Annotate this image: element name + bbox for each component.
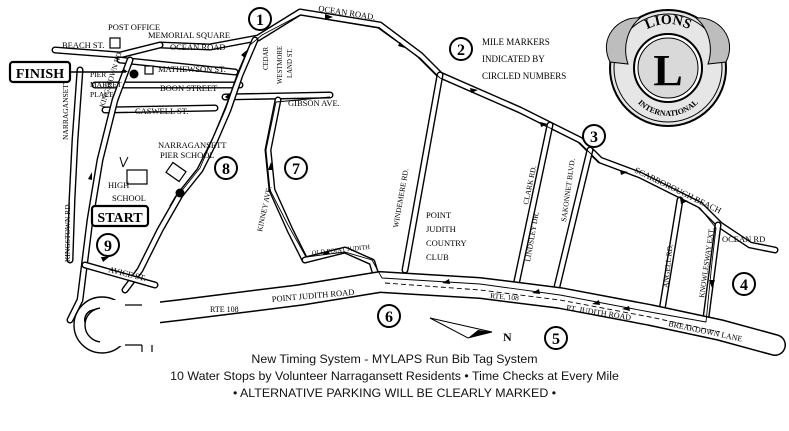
mile-marker-3: 3 [582,124,606,148]
post-office-label: POST OFFICE [108,22,160,32]
narragansett-pier-school-label-1: NARRAGANSETT [158,140,227,150]
memorial-square-label: MEMORIAL SQUARE [148,30,230,40]
legend-line-1: MILE MARKERS [482,37,550,47]
mile-markers: 1 2 3 4 5 6 7 8 9 [96,7,756,350]
finish-marker: FINISH [8,60,72,84]
mile-marker-5: 5 [544,326,568,350]
north-arrow: N [429,317,512,344]
svg-text:4: 4 [740,277,748,294]
mathewson-st-label: MATHEWSON ST. [158,64,226,74]
point-judith-cc-label-1: POINT [426,210,452,220]
svg-text:1: 1 [256,12,264,29]
rte-108-east-label: RTE. 108 [490,291,520,302]
start-marker: START [90,204,150,228]
boon-street-label: BOON STREET [160,83,218,93]
lions-international-logo: L LIONS INTERNATIONAL [605,9,731,127]
svg-text:9: 9 [104,238,112,255]
westmore-label: WESTMORE [277,46,284,84]
svg-text:5: 5 [552,331,560,348]
logo-top-text: LIONS [643,13,694,33]
place-label: PLACE [90,90,114,99]
pier-label: PIER [90,70,106,79]
school-label: SCHOOL [112,193,146,203]
legend-line-3: CIRCLED NUMBERS [482,71,566,81]
mile-marker-1: 1 [248,7,272,31]
start-point [175,188,185,198]
mile-marker-9: 9 [96,233,120,257]
svg-text:6: 6 [385,309,393,326]
land-st-label: LAND ST. [287,48,294,78]
market-label: MARKET [90,80,122,89]
kingstown-rd-lower-label: KINGSTOWN RD. [63,202,72,262]
footer-water-stops: 10 Water Stops by Volunteer Narragansett… [170,369,619,383]
finish-label: FINISH [16,67,64,82]
rte-108-west-label: RTE 108 [210,305,239,314]
finish-point [129,69,139,79]
footer-parking: • ALTERNATIVE PARKING WILL BE CLEARLY MA… [232,386,557,400]
post-office-building [109,37,121,49]
pier-school-building [165,161,187,183]
caswell-st-label: CASWELL ST. [135,106,188,116]
kinney-ave-label: KINNEY AVE. [255,185,273,232]
ocean-rd-east-label: OCEAN RD [722,234,765,244]
mile-marker-legend: MILE MARKERS INDICATED BY CIRCLED NUMBER… [482,37,566,81]
svg-text:8: 8 [222,161,230,178]
north-arrow-label: N [503,330,512,344]
ocean-road-north-label: OCEAN ROAD [170,42,226,52]
mile-marker-2: 2 [449,37,473,61]
landmarks [70,37,187,207]
windemere-rd-label: WINDEMERE RD. [391,168,410,229]
point-judith-cc-label-4: CLUB [426,252,449,262]
gibson-ave-label: GIBSON AVE. [288,98,340,108]
logo-letter: L [653,46,682,95]
roads [51,8,786,356]
mile-marker-7: 7 [284,156,308,180]
high-label: HIGH [108,180,129,190]
point-judith-cc-label-2: JUDITH [426,224,456,234]
svg-text:3: 3 [590,129,598,146]
legend-line-2: INDICATED BY [482,54,545,64]
narragansett-pier-school-label-2: PIER SCHOOL [160,150,215,160]
mile-marker-4: 4 [732,272,756,296]
race-route [88,14,721,333]
svg-text:7: 7 [292,161,300,178]
footer-timing-system: New Timing System - MYLAPS Run Bib Tag S… [251,352,538,366]
high-school-building [126,169,148,185]
start-label: START [97,211,143,226]
svg-text:2: 2 [457,42,465,59]
beach-st-label: BEACH ST. [62,40,104,50]
mile-marker-8: 8 [214,156,238,180]
cedar-label: CEDAR [263,46,270,70]
mile-marker-6: 6 [377,304,401,328]
point-judith-cc-label-3: COUNTRY [426,238,467,248]
narragansett-label: NARRAGANSETT [61,79,70,140]
